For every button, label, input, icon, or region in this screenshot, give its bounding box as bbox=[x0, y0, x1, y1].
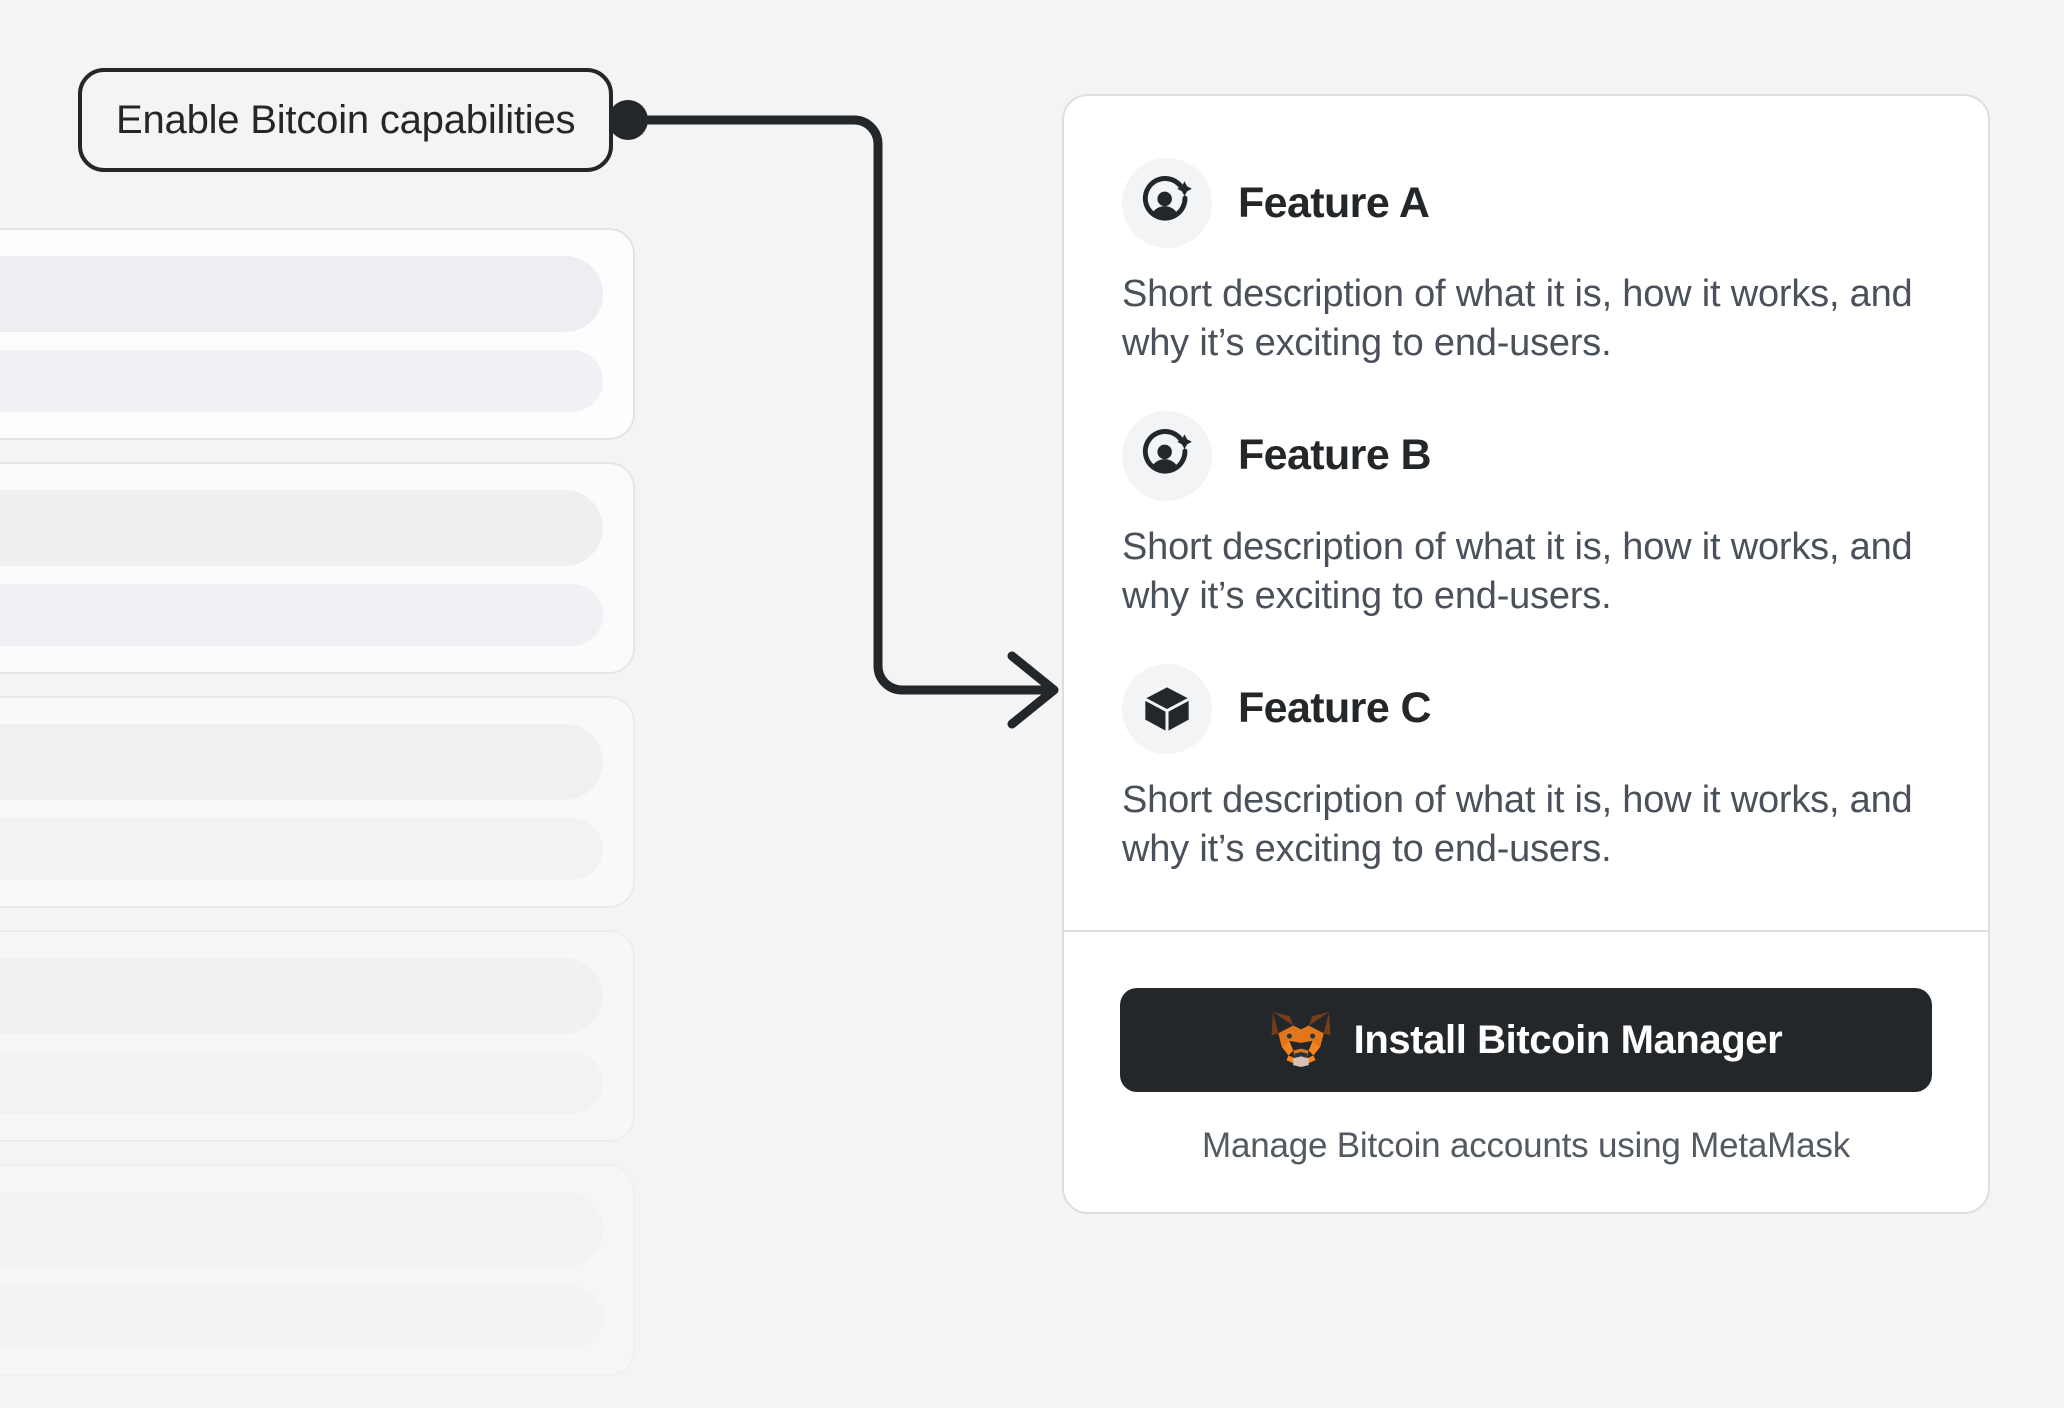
feature-b-header: Feature B bbox=[1122, 410, 1930, 501]
feature-a-description: Short description of what it is, how it … bbox=[1122, 273, 1913, 365]
install-button-label: Install Bitcoin Manager bbox=[1353, 1017, 1783, 1062]
feature-item-c: Feature C Short description of what it i… bbox=[1122, 663, 1930, 875]
cube-icon bbox=[1122, 663, 1212, 754]
placeholder-bar bbox=[0, 1052, 603, 1114]
list-item bbox=[0, 696, 635, 908]
feature-c-title: Feature C bbox=[1238, 684, 1432, 733]
feature-item-a: Feature A Short description of what it i… bbox=[1122, 158, 1930, 369]
placeholder-bar bbox=[0, 256, 603, 332]
footer-note: Manage Bitcoin accounts using MetaMask bbox=[1201, 1126, 1851, 1166]
placeholder-bar bbox=[0, 724, 603, 800]
placeholder-bar bbox=[0, 818, 603, 880]
placeholder-bar bbox=[0, 958, 603, 1034]
feature-b-description: Short description of what it is, how it … bbox=[1122, 525, 1913, 618]
feature-card: Feature A Short description of what it i… bbox=[1062, 94, 1990, 1215]
add-account-icon bbox=[1122, 410, 1212, 501]
feature-c-description: Short description of what it is, how it … bbox=[1122, 778, 1913, 870]
feature-a-header: Feature A bbox=[1122, 158, 1930, 248]
placeholder-bar bbox=[0, 1192, 603, 1268]
metamask-fox-icon bbox=[1270, 1010, 1332, 1071]
feature-item-b: Feature B Short description of what it i… bbox=[1122, 410, 1930, 622]
list-item bbox=[0, 228, 635, 440]
feature-list: Feature A Short description of what it i… bbox=[1064, 96, 1988, 930]
placeholder-bar bbox=[0, 584, 603, 646]
arrow-head-icon bbox=[1007, 651, 1059, 729]
install-bitcoin-manager-button[interactable]: Install Bitcoin Manager bbox=[1120, 988, 1932, 1093]
callout-label: Enable Bitcoin capabilities bbox=[78, 68, 614, 172]
callout-label-text: Enable Bitcoin capabilities bbox=[116, 97, 576, 142]
list-item bbox=[0, 1164, 635, 1376]
placeholder-bar bbox=[0, 1286, 603, 1348]
list-item bbox=[0, 462, 635, 674]
feature-b-title: Feature B bbox=[1238, 431, 1432, 480]
card-divider bbox=[1064, 930, 1988, 933]
feature-c-header: Feature C bbox=[1122, 663, 1930, 754]
feature-a-title: Feature A bbox=[1238, 178, 1430, 227]
card-footer: Install Bitcoin Manager Manage Bitcoin a… bbox=[1064, 932, 1988, 1212]
background-placeholder-list bbox=[0, 0, 660, 1408]
placeholder-bar bbox=[0, 490, 603, 566]
add-account-icon bbox=[1122, 158, 1212, 248]
placeholder-bar bbox=[0, 350, 603, 412]
list-item bbox=[0, 930, 635, 1142]
